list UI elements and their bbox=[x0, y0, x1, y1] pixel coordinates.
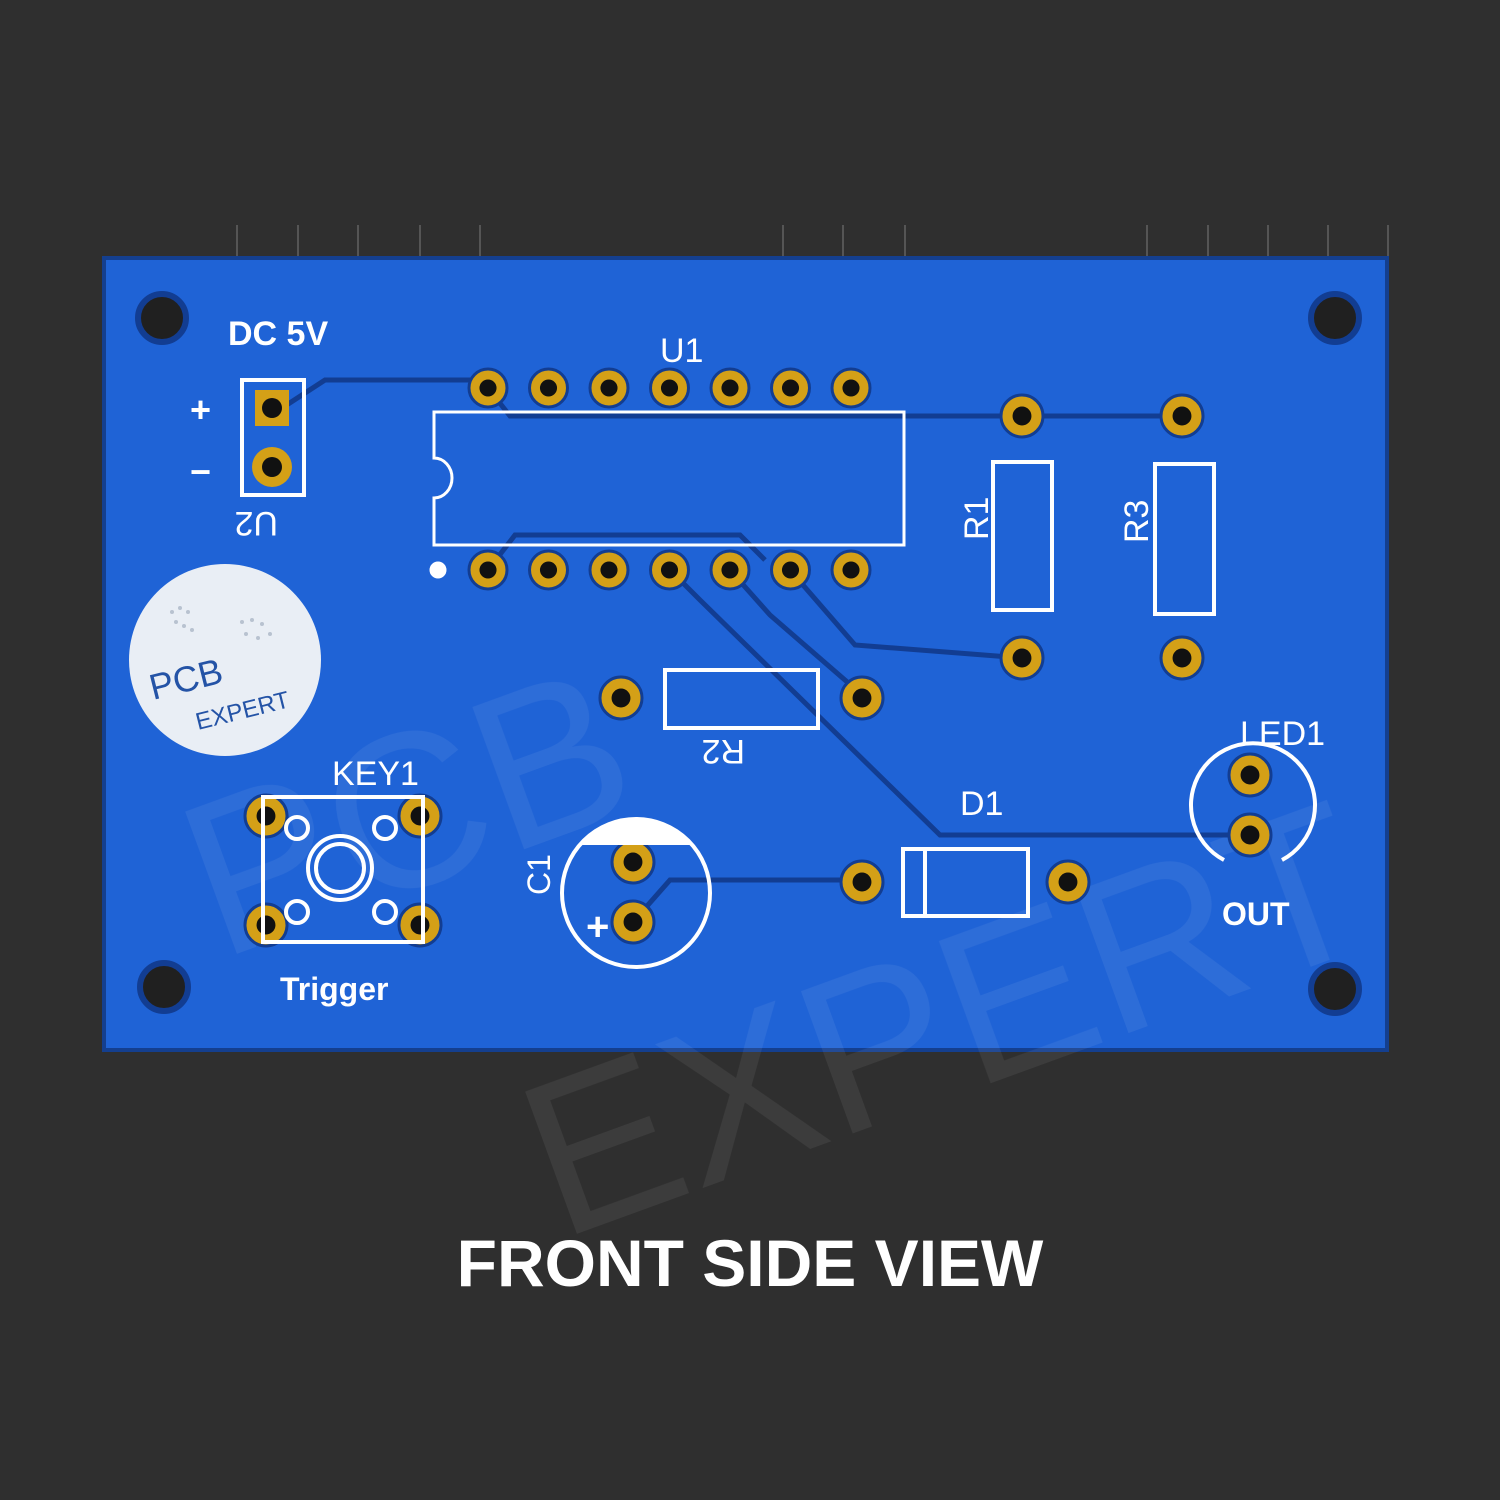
u1-pad bbox=[588, 549, 630, 591]
mounting-holes bbox=[135, 291, 1362, 1016]
r2-label: R2 bbox=[702, 732, 745, 770]
c1-outline bbox=[560, 817, 712, 969]
u1-pad bbox=[649, 549, 690, 591]
out-label: OUT bbox=[1222, 896, 1290, 932]
key1-pad bbox=[397, 902, 443, 948]
r2-outline bbox=[663, 668, 820, 730]
power-label: DC 5V bbox=[228, 315, 328, 353]
u1-pads bbox=[467, 367, 872, 591]
r3-pad bbox=[1159, 635, 1205, 681]
c1-plus: + bbox=[586, 905, 609, 949]
key1-pad bbox=[243, 793, 289, 839]
r1-label: R1 bbox=[958, 497, 996, 540]
d1-pad bbox=[839, 859, 885, 905]
mounting-hole bbox=[1308, 291, 1362, 345]
c1-label: C1 bbox=[521, 854, 557, 895]
r1-outline bbox=[991, 460, 1054, 612]
c1-pad bbox=[610, 839, 656, 885]
led1-pad bbox=[1227, 812, 1273, 858]
u1-pad bbox=[528, 549, 569, 591]
mounting-hole bbox=[135, 291, 189, 345]
caption: FRONT SIDE VIEW bbox=[456, 1226, 1044, 1300]
u1-pad bbox=[528, 367, 569, 409]
pcb-expert-logo: PCB EXPERT bbox=[129, 564, 321, 756]
u1-pad bbox=[830, 549, 872, 591]
mounting-hole bbox=[1308, 962, 1362, 1016]
key1-label: KEY1 bbox=[332, 755, 419, 793]
c1-pad bbox=[610, 899, 656, 945]
header-pins bbox=[236, 225, 1389, 258]
d1-label: D1 bbox=[960, 785, 1003, 823]
r1-pad bbox=[999, 393, 1045, 439]
r3-pad bbox=[1159, 393, 1205, 439]
u1-pad bbox=[770, 549, 811, 591]
minus-sign: − bbox=[190, 451, 211, 492]
mounting-hole bbox=[137, 960, 191, 1014]
r3-outline bbox=[1153, 462, 1216, 616]
plus-sign: + bbox=[190, 389, 211, 430]
u1-ic-outline bbox=[429, 410, 906, 579]
key1-switch bbox=[261, 795, 425, 944]
u1-pad bbox=[649, 367, 690, 409]
d1-outline bbox=[901, 847, 1030, 918]
u1-pad bbox=[709, 367, 751, 409]
r2-pad bbox=[598, 675, 644, 721]
circuit-dots-icon bbox=[170, 606, 272, 640]
u1-pad bbox=[588, 367, 630, 409]
u1-pad bbox=[467, 549, 509, 591]
key1-pad bbox=[397, 793, 443, 839]
u1-pad bbox=[830, 367, 872, 409]
u1-label: U1 bbox=[660, 332, 703, 370]
u1-pad bbox=[467, 367, 509, 409]
key1-pad bbox=[243, 902, 289, 948]
d1-pad bbox=[1045, 859, 1091, 905]
led1-pad bbox=[1227, 752, 1273, 798]
u2-label: U2 bbox=[235, 504, 278, 542]
r3-label: R3 bbox=[1118, 500, 1156, 543]
led1-label: LED1 bbox=[1240, 715, 1325, 753]
component-pads bbox=[243, 393, 1273, 948]
r1-pad bbox=[999, 635, 1045, 681]
trigger-label: Trigger bbox=[280, 971, 388, 1007]
led1-outline bbox=[1189, 741, 1317, 862]
u2-power-header bbox=[240, 378, 306, 497]
u1-pad bbox=[709, 549, 751, 591]
r2-pad bbox=[839, 675, 885, 721]
u1-pad bbox=[770, 367, 811, 409]
